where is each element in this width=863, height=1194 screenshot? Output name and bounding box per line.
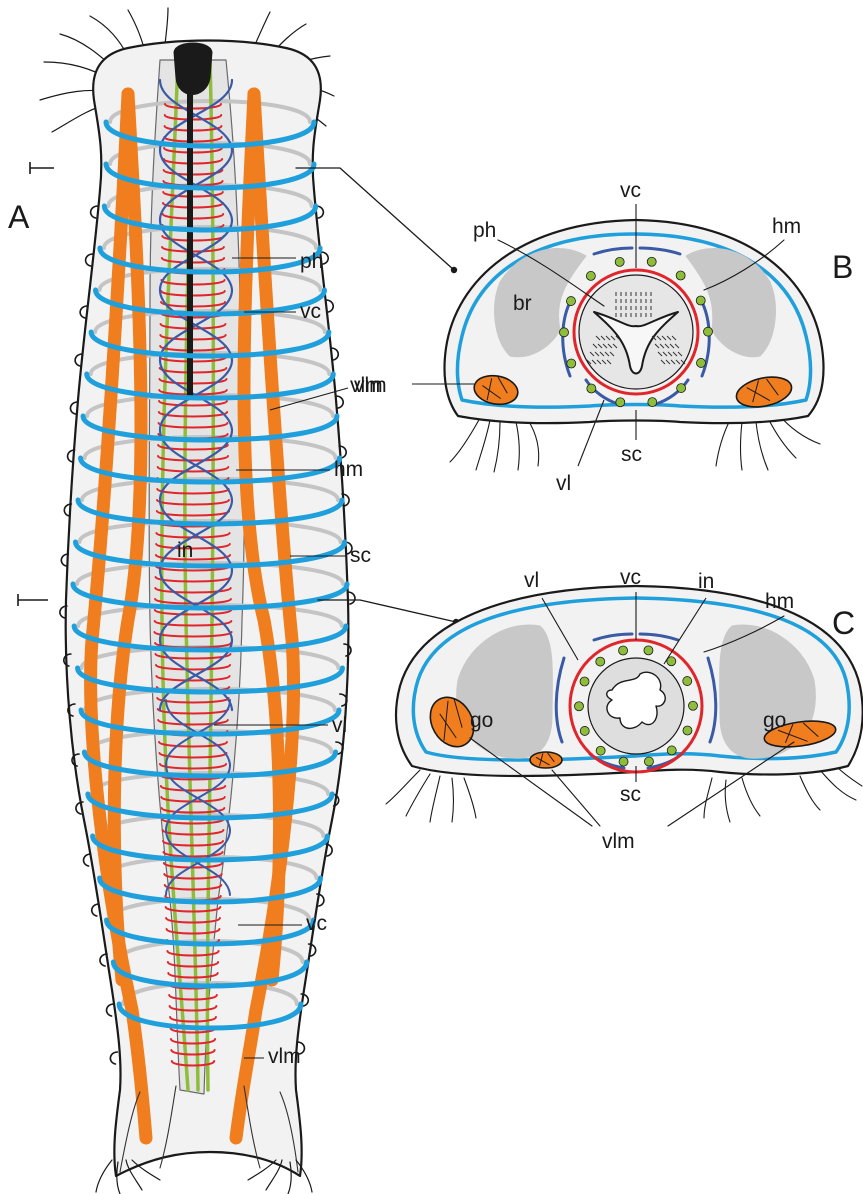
- section-b-ventral-vessel: [697, 358, 706, 367]
- section-c-ventral-vessel: [619, 757, 628, 766]
- label-a-sc: sc: [350, 544, 371, 567]
- section-c-ventral-vessel: [580, 677, 589, 686]
- label-c-vlm: vlm: [602, 830, 635, 853]
- label-c-vl: vl: [524, 569, 539, 592]
- section-b-ventral-vessel: [615, 257, 624, 266]
- leader-c-vlm: [552, 770, 600, 826]
- label-b-vc: vc: [620, 179, 641, 202]
- cirrus-b: [768, 418, 796, 458]
- cirrus-b: [516, 422, 519, 470]
- section-b-ventral-vessel: [586, 271, 595, 280]
- tail-cirrus: [96, 1160, 112, 1192]
- section-c-ventral-vessel: [580, 726, 589, 735]
- label-c-vc: vc: [620, 566, 641, 589]
- section-c-ventral-vessel: [683, 726, 692, 735]
- cirrus-b: [716, 420, 730, 466]
- label-a-hm: hm: [334, 458, 363, 481]
- section-b-ventral-vessel: [647, 257, 656, 266]
- cirrus-b: [741, 422, 743, 470]
- label-a-ph: ph: [300, 250, 323, 273]
- cirrus-c: [820, 770, 856, 800]
- cirrus-c: [430, 776, 440, 822]
- cirrus-b: [756, 422, 768, 470]
- label-b-hm: hm: [772, 215, 801, 238]
- cirrus-c: [800, 776, 820, 810]
- label-b-ph: ph: [473, 219, 496, 242]
- section-b-ventral-vessel: [567, 359, 576, 368]
- section-c-ventral-vessel: [596, 746, 605, 755]
- label-b-sc: sc: [621, 443, 642, 466]
- section-c-ventral-vessel: [688, 701, 697, 710]
- pharynx-bulb: [174, 43, 212, 95]
- section-c-ventral-vessel: [644, 757, 653, 766]
- section-c-ventral-vessel: [667, 746, 676, 755]
- leader-end-dot: [451, 267, 457, 273]
- section-b-ventral-vessel: [648, 398, 657, 407]
- section-b-ventral-vessel: [587, 384, 596, 393]
- label-b-vl: vl: [556, 472, 571, 495]
- label-c-sc: sc: [620, 783, 641, 806]
- cirrus-c: [464, 778, 476, 818]
- label-a-vc-upper: vc: [300, 300, 321, 323]
- panel-c-letter: C: [832, 605, 855, 641]
- label-b-br: br: [513, 292, 532, 315]
- section-c-vlm-mid: [530, 752, 562, 768]
- parapodium-left: [107, 1004, 114, 1016]
- label-c-go-right: go: [763, 709, 786, 732]
- label-a-vl: vl: [332, 714, 347, 737]
- section-b-ventral-vessel: [696, 296, 705, 305]
- section-b-ventral-vessel: [676, 271, 685, 280]
- section-c-ventral-vessel: [575, 702, 584, 711]
- label-b-vlm: vlm: [354, 374, 387, 397]
- label-c-go-left: go: [470, 709, 493, 732]
- cirrus-b: [450, 418, 480, 462]
- panel-a-body: [18, 8, 459, 1194]
- cirrus-b: [528, 420, 539, 466]
- label-c-in: in: [698, 570, 714, 593]
- parapodium-left: [83, 854, 90, 866]
- cirrus-b: [476, 420, 490, 470]
- label-a-in: in: [177, 539, 193, 562]
- section-b-ventral-vessel: [677, 384, 686, 393]
- cirrus-b: [494, 422, 500, 472]
- panel-a-letter: A: [8, 199, 30, 235]
- section-c-ventral-vessel: [683, 677, 692, 686]
- label-c-hm: hm: [765, 590, 794, 613]
- parapodium-left: [92, 904, 99, 916]
- cirrus-c: [742, 778, 760, 816]
- parapodium-left: [110, 1052, 117, 1064]
- section-b-ventral-vessel: [560, 328, 569, 337]
- section-c-ventral-vessel: [619, 646, 628, 655]
- panel-b-cross-section: [412, 204, 823, 472]
- cirrus-c: [452, 778, 454, 822]
- section-b-ventral-vessel: [566, 297, 575, 306]
- section-c-ventral-vessel: [644, 646, 653, 655]
- label-a-vc-lower: vc: [306, 912, 327, 935]
- section-c-ventral-vessel: [596, 657, 605, 666]
- label-a-vlm-lower: vlm: [268, 1045, 301, 1068]
- panel-b-letter: B: [832, 249, 853, 285]
- section-b-ventral-vessel: [703, 327, 712, 336]
- section-b-ventral-vessel: [616, 398, 625, 407]
